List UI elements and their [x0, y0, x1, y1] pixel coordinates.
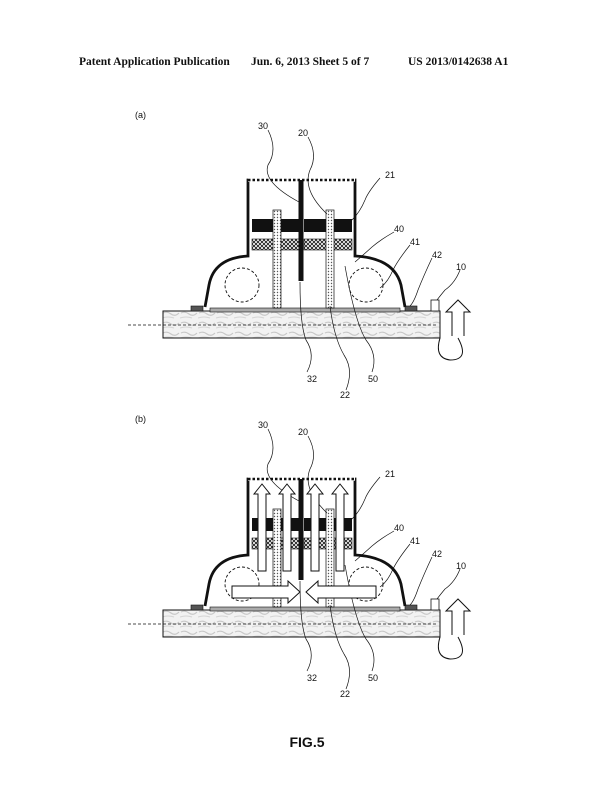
ref-10-a: 10 — [456, 262, 466, 272]
ref-40-b: 40 — [394, 523, 404, 533]
ref-50-b: 50 — [368, 673, 378, 683]
panel-label-a: (a) — [135, 110, 146, 120]
ref-22-b: 22 — [340, 689, 350, 699]
ref-40-a: 40 — [394, 224, 404, 234]
header-date-sheet: Jun. 6, 2013 Sheet 5 of 7 — [251, 56, 370, 68]
assembly-panel-b — [126, 427, 472, 691]
ref-30-b: 30 — [258, 420, 268, 430]
header-publication-title: Patent Application Publication — [79, 56, 230, 68]
ref-42-a: 42 — [432, 250, 442, 260]
ref-10-b: 10 — [456, 561, 466, 571]
assembly-panel-a — [126, 128, 472, 392]
ref-42-b: 42 — [432, 549, 442, 559]
ref-41-b: 41 — [410, 536, 420, 546]
ref-50-a: 50 — [368, 374, 378, 384]
figure-caption: FIG.5 — [289, 734, 325, 750]
ref-22-a: 22 — [340, 390, 350, 400]
ref-32-a: 32 — [307, 374, 317, 384]
ref-32-b: 32 — [307, 673, 317, 683]
ref-20-b: 20 — [298, 427, 308, 437]
ref-41-a: 41 — [410, 237, 420, 247]
header-patent-number: US 2013/0142638 A1 — [408, 56, 509, 68]
ref-21-a: 21 — [385, 170, 395, 180]
ref-30-a: 30 — [258, 121, 268, 131]
ref-20-a: 20 — [298, 128, 308, 138]
panel-label-b: (b) — [135, 414, 146, 424]
ref-21-b: 21 — [385, 469, 395, 479]
